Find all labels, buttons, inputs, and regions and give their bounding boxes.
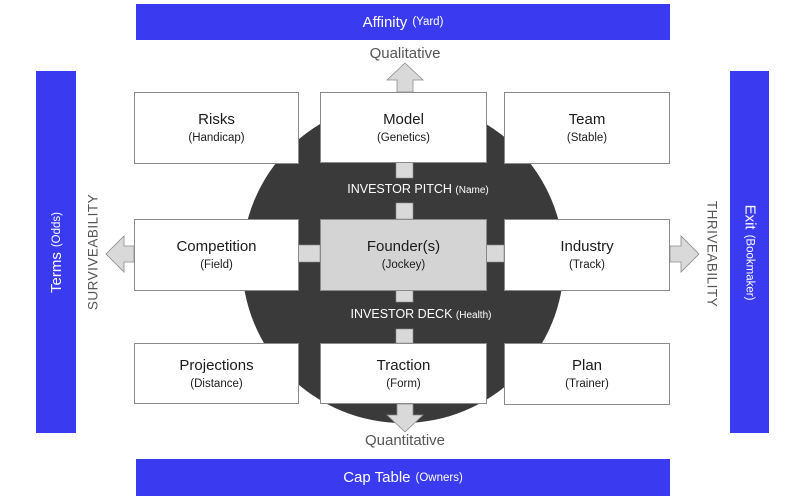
box-founders: Founder(s) (Jockey) xyxy=(320,219,487,291)
box-traction: Traction (Form) xyxy=(320,343,487,404)
box-projections-title: Projections xyxy=(179,356,254,374)
box-plan-title: Plan xyxy=(571,357,603,374)
box-traction-title: Traction xyxy=(376,356,431,374)
box-team: Team (Stable) xyxy=(504,92,670,164)
investor-pitch-label: INVESTOR PITCH (Name) xyxy=(347,182,488,196)
arrow-up-icon xyxy=(385,62,425,93)
investor-deck-title: INVESTOR DECK xyxy=(350,307,453,321)
investor-pitch-sub: (Name) xyxy=(455,185,489,196)
box-model-sub: (Genetics) xyxy=(376,131,431,144)
box-founders-sub: (Jockey) xyxy=(381,259,426,271)
investor-pitch-title: INVESTOR PITCH xyxy=(347,182,452,196)
top-bar-affinity: Affinity (Yard) xyxy=(136,4,670,40)
box-plan: Plan (Trainer) xyxy=(504,343,670,405)
box-traction-sub: (Form) xyxy=(386,377,421,390)
connector-founder-industry xyxy=(485,244,505,263)
top-bar-title: Affinity xyxy=(362,13,408,31)
box-competition: Competition (Field) xyxy=(134,219,299,291)
bottom-bar-sub: (Owners) xyxy=(415,471,463,484)
connector-pitch-founder xyxy=(395,202,414,220)
right-bar-sub: (Bookmaker) xyxy=(743,234,756,300)
box-projections-sub: (Distance) xyxy=(190,377,243,390)
investor-deck-sub: (Health) xyxy=(455,310,492,321)
left-bar-terms: Terms (Odds) xyxy=(36,71,76,433)
box-industry-title: Industry xyxy=(560,238,614,255)
top-bar-sub: (Yard) xyxy=(412,16,444,28)
connector-founder-deck xyxy=(395,289,414,303)
arrow-left-icon xyxy=(105,235,135,273)
left-bar-title: Terms xyxy=(47,251,65,293)
connector-model-pitch xyxy=(395,161,414,179)
arrow-down-icon xyxy=(385,403,425,433)
arrow-right-icon xyxy=(669,235,700,273)
connector-deck-traction xyxy=(395,328,414,344)
box-competition-title: Competition xyxy=(176,238,257,255)
box-model: Model (Genetics) xyxy=(320,92,487,163)
box-founders-title: Founder(s) xyxy=(366,238,441,255)
box-team-sub: (Stable) xyxy=(566,132,608,144)
bottom-bar-title: Cap Table xyxy=(343,469,411,486)
left-bar-sub: (Odds) xyxy=(50,211,62,247)
box-model-title: Model xyxy=(383,110,424,128)
box-team-title: Team xyxy=(568,111,606,128)
box-plan-sub: (Trainer) xyxy=(565,378,609,390)
right-bar-exit: Exit (Bookmaker) xyxy=(730,71,769,433)
box-risks-title: Risks xyxy=(198,111,235,128)
axis-label-qualitative: Qualitative xyxy=(369,45,441,62)
axis-label-quantitative: Quantitative xyxy=(364,432,446,449)
box-risks-sub: (Handicap) xyxy=(188,132,245,144)
right-bar-title: Exit xyxy=(741,204,758,230)
axis-label-surviveability: SURVIVEABILITY xyxy=(85,193,101,311)
box-risks: Risks (Handicap) xyxy=(134,92,299,164)
investor-deck-label: INVESTOR DECK (Health) xyxy=(351,307,492,321)
box-industry: Industry (Track) xyxy=(504,219,670,291)
box-projections: Projections (Distance) xyxy=(134,343,299,404)
box-competition-sub: (Field) xyxy=(200,259,233,271)
axis-label-thriveability: THRIVEABILITY xyxy=(704,200,720,308)
box-industry-sub: (Track) xyxy=(569,259,605,271)
bottom-bar-cap-table: Cap Table (Owners) xyxy=(136,459,670,496)
connector-competition-founder xyxy=(297,244,321,263)
